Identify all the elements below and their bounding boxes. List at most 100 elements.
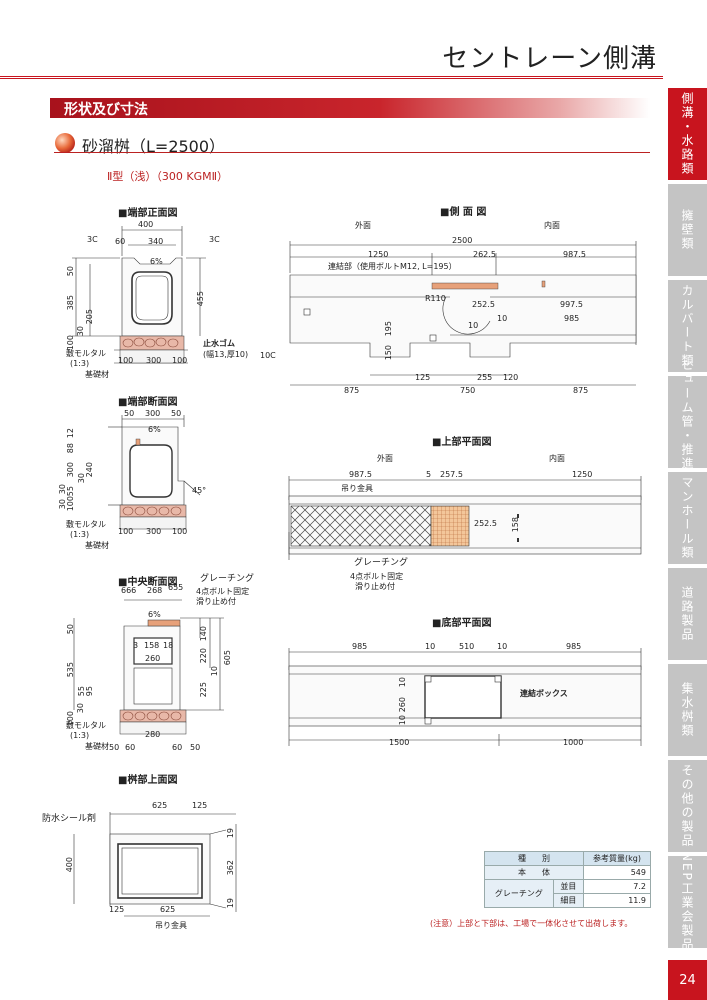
basin-top-drawing — [73, 812, 237, 917]
side-label: 外面 — [377, 454, 393, 463]
dim-label: 985 — [352, 642, 368, 651]
dim-label: 510 — [459, 642, 475, 651]
side-label: 内面 — [544, 221, 560, 230]
figure-caption-basin-top: ■桝部上面図 — [118, 775, 178, 786]
table-cell: 549 — [583, 865, 651, 880]
callout-label: 滑り止め付 — [355, 582, 395, 591]
figure-caption-end-front: ■端部正面図 — [118, 208, 178, 219]
dim-label: 400 — [138, 220, 154, 229]
dim-label: 750 — [460, 386, 476, 395]
dim-label: 605 — [223, 650, 232, 666]
dim-label: 268 — [147, 586, 163, 595]
callout-label: (1:3) — [70, 359, 90, 368]
dim-label: 362 — [226, 860, 235, 876]
tab-hume-pipe[interactable]: ヒューム管・推進管 — [668, 359, 707, 485]
dim-label: 240 — [85, 462, 94, 478]
figure-caption-center-section: ■中央断面図 — [118, 577, 178, 588]
table-row: 本 体 549 — [484, 865, 651, 880]
dim-label: 55 — [66, 486, 75, 497]
callout-label: 止水ゴム — [203, 339, 235, 348]
dim-label: 60 — [115, 237, 126, 246]
title-rule — [0, 76, 663, 79]
dim-label: 1500 — [389, 738, 410, 747]
tab-label: マンホール類 — [680, 476, 694, 560]
callout-label: (幅13,厚10) — [203, 350, 249, 359]
table-cell: 本 体 — [484, 865, 584, 880]
dim-label: 1250 — [572, 470, 593, 479]
tab-catch-basin[interactable]: 集水桝類 — [668, 664, 707, 756]
callout-label: 滑り止め付 — [196, 597, 236, 606]
dim-label: 3C — [209, 235, 220, 244]
page-number: 24 — [668, 960, 707, 1000]
callout-label: 基礎材 — [85, 370, 109, 379]
dim-label: 225 — [199, 682, 208, 698]
tab-label: カルバート類 — [680, 284, 694, 368]
dim-label: 158 — [144, 641, 160, 650]
dim-label: 1000 — [563, 738, 584, 747]
callout-label: 連結部（使用ボルトM12, L=195） — [328, 262, 457, 271]
section-band — [50, 98, 650, 118]
dim-label: 3C — [87, 235, 98, 244]
dim-label: 195 — [384, 321, 393, 337]
dim-label: 875 — [573, 386, 589, 395]
tab-label: 道路製品 — [680, 586, 694, 642]
dim-label: 5 — [426, 470, 432, 479]
dim-label: 205 — [85, 309, 94, 325]
type-label: Ⅱ型（浅）（300 KGMⅡ） — [107, 170, 229, 183]
dim-label: 50 — [66, 624, 75, 635]
dim-label: 300 — [145, 409, 161, 418]
dim-label: 10 — [468, 321, 479, 330]
tab-road-products[interactable]: 道路製品 — [668, 568, 707, 660]
dim-label: 120 — [503, 373, 519, 382]
dim-label: 997.5 — [560, 300, 583, 309]
dim-label: 262.5 — [473, 250, 496, 259]
callout-label: 4点ボルト固定 — [196, 587, 250, 596]
top-plan-drawing — [288, 476, 642, 560]
dim-label: 100 — [118, 527, 134, 536]
tab-retaining-wall[interactable]: 擁壁類 — [668, 184, 707, 276]
tab-label: NEP工業会製品 — [680, 852, 694, 952]
dim-label: 50 — [124, 409, 135, 418]
callout-label: 基礎材 — [85, 742, 109, 751]
figure-caption-bottom-plan: ■底部平面図 — [432, 618, 492, 629]
side-view-drawing — [289, 241, 637, 386]
dim-label: 150 — [384, 345, 393, 361]
table-cell: グレーチング — [484, 879, 554, 908]
tab-culvert[interactable]: カルバート類 — [668, 280, 707, 372]
dim-label: 220 — [199, 648, 208, 664]
tab-other-products[interactable]: その他の製品 — [668, 760, 707, 852]
section-title: 形状及び寸法 — [64, 102, 148, 118]
table-cell: 11.9 — [583, 893, 651, 908]
table-header-row: 種 別 参考質量(kg) — [484, 851, 651, 866]
dim-label: 655 — [168, 583, 184, 592]
side-label: 内面 — [549, 454, 565, 463]
center-section-drawing — [73, 599, 224, 735]
dim-label: 10C — [260, 351, 276, 360]
dim-label: 50 — [109, 743, 120, 752]
table-header-cell: 種 別 — [484, 851, 584, 866]
callout-label: 敷モルタル — [66, 349, 106, 358]
table-header-cell: 参考質量(kg) — [583, 851, 651, 866]
dim-label: 18 — [163, 641, 174, 650]
end-front-drawing — [72, 226, 206, 364]
tab-side-ditch[interactable]: 側溝・水路類 — [668, 88, 707, 180]
dim-label: 987.5 — [563, 250, 586, 259]
dim-label: 125 — [109, 905, 125, 914]
angle-label: 45° — [192, 486, 207, 495]
tab-manhole[interactable]: マンホール類 — [668, 472, 707, 564]
dim-label: 30 — [76, 703, 85, 714]
dim-label: 985 — [566, 642, 582, 651]
table-row: 細目 11.9 — [485, 893, 651, 908]
dim-label: 1250 — [368, 250, 389, 259]
tab-label: 側溝・水路類 — [680, 92, 694, 176]
dim-label: 50 — [66, 266, 75, 277]
bullet-circle-icon — [55, 133, 75, 153]
callout-label: 敷モルタル — [66, 520, 106, 529]
callout-label: (1:3) — [70, 530, 90, 539]
tab-label: ヒューム管・推進管 — [680, 359, 694, 485]
tab-nep-products[interactable]: NEP工業会製品 — [668, 852, 707, 952]
dim-label: 2500 — [452, 236, 473, 245]
dim-label: 19 — [226, 828, 235, 839]
bottom-plan-drawing — [288, 648, 642, 746]
dim-label: 95 — [85, 686, 94, 697]
